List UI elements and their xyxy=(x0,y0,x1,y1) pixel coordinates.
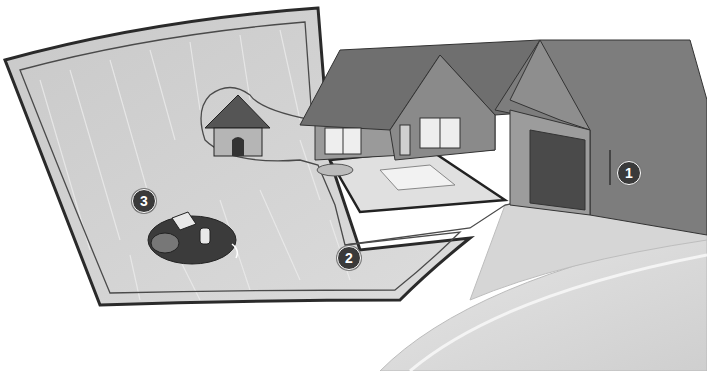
doghouse-roof xyxy=(205,95,270,128)
house-door xyxy=(400,125,410,155)
callout-number: 3 xyxy=(132,189,156,213)
walkway xyxy=(330,150,505,212)
garage xyxy=(495,40,707,235)
sidewalk-edge xyxy=(410,255,707,371)
doghouse xyxy=(214,128,262,156)
house-window xyxy=(325,128,361,154)
house-window xyxy=(420,118,460,148)
callout-number: 1 xyxy=(617,161,641,185)
mowing-stripes xyxy=(40,30,350,300)
callout-number: 2 xyxy=(337,246,361,270)
house-gable xyxy=(390,55,495,160)
power-cable xyxy=(609,150,611,185)
garage-door xyxy=(530,130,585,210)
doormat xyxy=(380,165,455,190)
garage-wall xyxy=(510,110,590,215)
shrub xyxy=(317,164,353,176)
